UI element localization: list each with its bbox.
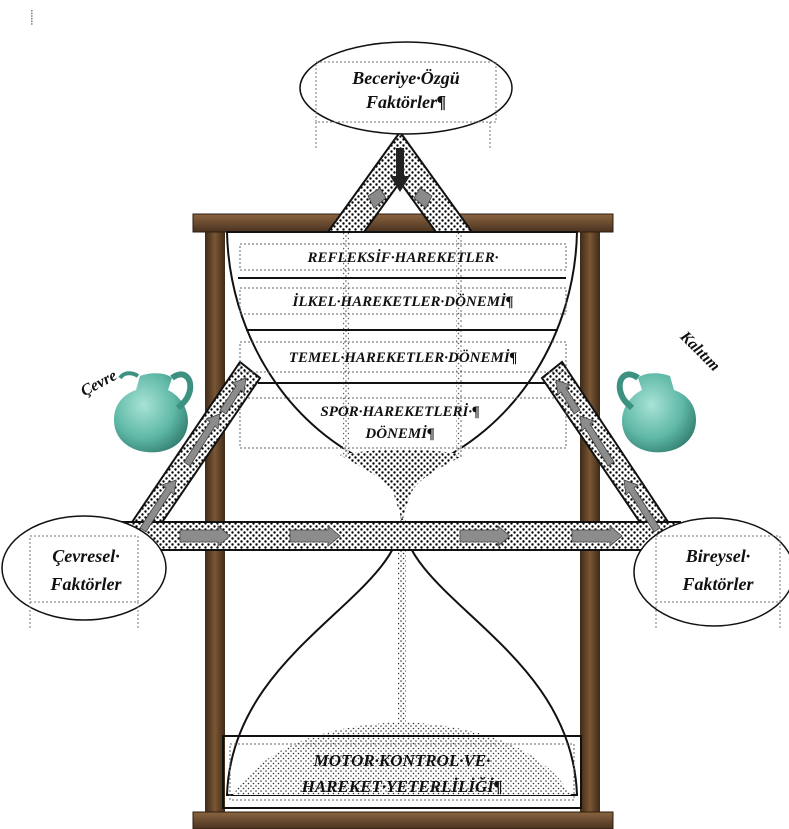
left-factor-line1: Çevresel· [52, 546, 119, 566]
right-factor-line2: Faktörler [681, 574, 754, 594]
outcome-line2: HAREKET·YETERLİLİĞİ¶ [301, 777, 503, 796]
left-factor-line2: Faktörler [49, 574, 122, 594]
water-jug-icon [114, 371, 194, 453]
flow-arrow-icon [139, 377, 247, 533]
right-factor-line1: Bireysel· [685, 546, 751, 566]
stage-fundamental: TEMEL·HAREKETLER·DÖNEMİ¶ [289, 349, 518, 366]
top-factor-line1: Beceriye·Özgü [351, 68, 459, 88]
stage-primitive: İLKEL·HAREKETLER·DÖNEMİ¶ [292, 293, 514, 310]
right-factor-node: Bireysel· Faktörler [633, 517, 789, 628]
flow-arrow-icon [555, 379, 661, 533]
down-arrow-icon [390, 148, 410, 192]
top-factor-line2: Faktörler¶ [365, 92, 446, 112]
stage-sport-line2: DÖNEMİ¶ [364, 425, 435, 442]
left-tag: Çevre [78, 367, 120, 400]
flow-arrow-icon [179, 525, 623, 547]
top-factor-node: Beceriye·Özgü Faktörler¶ [299, 41, 513, 150]
stage-reflexive: REFLEKSİF·HAREKETLER· [307, 249, 499, 266]
corner-mark: ⸽ [30, 9, 34, 26]
hourglass [225, 231, 579, 796]
left-factor-node: Çevresel· Faktörler [1, 515, 167, 628]
stage-sport-line1: SPOR·HAREKETLERİ·¶ [320, 403, 480, 420]
stage-boxes [239, 243, 567, 449]
flow-arrow-icon [367, 187, 433, 209]
outcome-line1: MOTOR·KONTROL·VE· [313, 751, 491, 770]
right-tag: Kalıtım [676, 327, 723, 374]
outcome-box [222, 735, 582, 809]
water-jug-icon [616, 371, 696, 453]
top-feeder [326, 130, 474, 233]
